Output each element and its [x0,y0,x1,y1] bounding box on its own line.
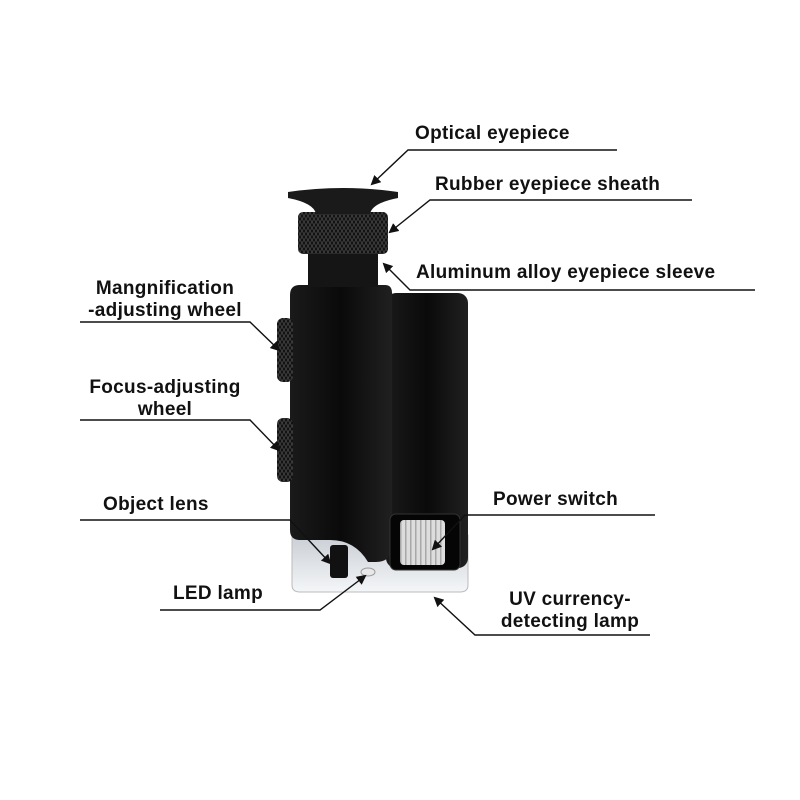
rubber-eyecup [288,188,398,214]
label-magnification-wheel: Mangnification -adjusting wheel [75,278,255,322]
label-power-switch: Power switch [493,489,619,510]
label-line: Focus-adjusting [89,377,241,398]
label-object-lens: Object lens [103,494,209,515]
main-body [290,285,392,562]
power-switch[interactable] [400,520,445,565]
eyepiece-ring [298,212,388,254]
label-led-lamp: LED lamp [173,583,264,604]
focus-wheel [277,418,293,482]
label-line: detecting lamp [500,611,640,632]
label-optical-eyepiece: Optical eyepiece [415,123,570,144]
label-uv-lamp: UV currency- detecting lamp [490,589,650,633]
object-lens [330,545,348,578]
label-aluminum-sleeve: Aluminum alloy eyepiece sleeve [416,262,716,283]
leader-lines [80,149,755,636]
label-line: -adjusting wheel [88,300,242,321]
side-housing [386,293,468,568]
eyepiece-sleeve [308,250,378,287]
label-line: wheel [137,399,193,420]
label-rubber-eyepiece-sheath: Rubber eyepiece sheath [435,174,661,195]
led-lamp [360,567,376,577]
label-focus-wheel: Focus-adjusting wheel [75,377,255,421]
magnification-wheel [277,318,293,382]
label-line: Mangnification [95,278,235,299]
label-line: UV currency- [509,589,631,610]
